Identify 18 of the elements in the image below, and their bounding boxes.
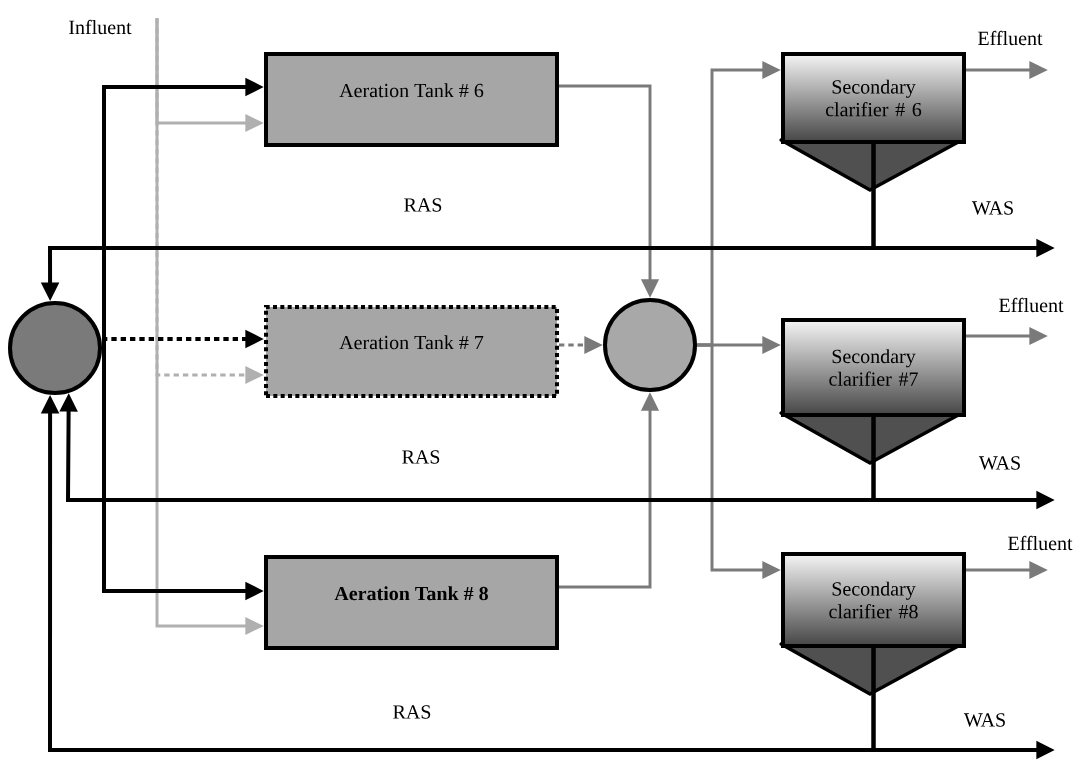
edge-label: RAS xyxy=(404,198,442,212)
aeration-tank: Aeration Tank # 8 xyxy=(264,555,559,650)
aeration-tank: Aeration Tank # 6 xyxy=(264,52,559,147)
clarifier-tank: Secondary clarifier #8 xyxy=(779,552,966,696)
aeration-tank: Aeration Tank # 7 xyxy=(264,305,559,398)
clarifier-tank: Secondary clarifier # 6 xyxy=(779,52,966,192)
edge-label: WAS xyxy=(971,201,1013,215)
clarifier-tank: Secondary clarifier #7 xyxy=(779,318,966,465)
flow-label: Influent xyxy=(69,19,132,35)
edge-label: RAS xyxy=(393,705,431,719)
edge-label: WAS xyxy=(978,456,1020,470)
edge-label: WAS xyxy=(963,713,1005,727)
edge-label: Effluent xyxy=(999,297,1064,313)
edge-label: Effluent xyxy=(1008,535,1073,551)
mixing-chamber xyxy=(8,301,102,395)
edge-label: RAS xyxy=(402,450,440,464)
edge-label: Effluent xyxy=(978,30,1043,46)
mixing-chamber xyxy=(603,298,697,392)
